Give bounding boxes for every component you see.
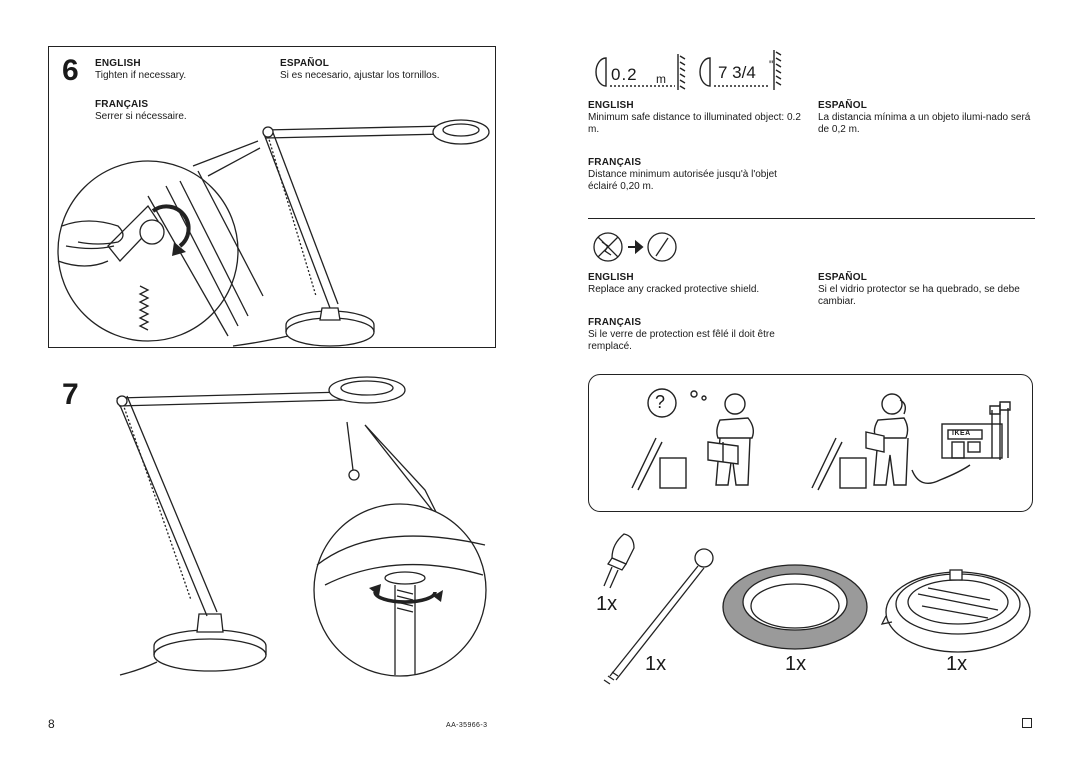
step7-illustration	[116, 376, 487, 677]
shield-francais-heading: FRANÇAIS	[588, 317, 642, 328]
distance-metric-value: 0.2	[611, 65, 638, 84]
distance-metric-unit: m	[656, 72, 666, 86]
shield-espanol: ESPAÑOL Si el vidrio protector se ha que…	[818, 272, 1033, 308]
rod-icon	[603, 548, 714, 685]
page-number: 8	[48, 717, 55, 731]
halogen-bulb-icon	[603, 533, 635, 589]
question-mark: ?	[655, 392, 666, 412]
decorative-ring-icon	[722, 564, 868, 650]
distance-espanol: ESPAÑOL La distancia mínima a un objeto …	[818, 100, 1033, 136]
min-distance-icon	[595, 50, 782, 90]
distance-english-heading: ENGLISH	[588, 100, 634, 111]
step6-espanol: ESPAÑOL Si es necesario, ajustar los tor…	[280, 58, 450, 82]
page-marker-square	[1022, 718, 1032, 728]
document-code: AA-35966-3	[446, 722, 488, 729]
distance-francais: FRANÇAIS Distance minimum autorisée jusq…	[588, 157, 808, 193]
distance-francais-heading: FRANÇAIS	[588, 157, 642, 168]
shield-espanol-text: Si el vidrio protector se ha quebrado, s…	[818, 284, 1020, 307]
shield-francais: FRANÇAIS Si le verre de protection est f…	[588, 317, 813, 353]
shade-base-icon	[880, 569, 1031, 653]
distance-espanol-text: La distancia mínima a un objeto ilumi-na…	[818, 112, 1031, 135]
step6-frame	[48, 46, 496, 348]
cracked-shield-icon	[593, 232, 677, 262]
ring-quantity: 1x	[785, 653, 807, 675]
shield-francais-text: Si le verre de protection est fêlé il do…	[588, 329, 775, 352]
confused-person-icon	[631, 388, 755, 491]
distance-english: ENGLISH Minimum safe distance to illumin…	[588, 100, 808, 136]
step6-espanol-text: Si es necesario, ajustar los tornillos.	[280, 70, 440, 81]
shade-quantity: 1x	[946, 653, 968, 675]
distance-francais-text: Distance minimum autorisée jusqu'à l'obj…	[588, 169, 777, 192]
distance-imperial-unit: "	[769, 58, 774, 72]
step6-francais-text: Serrer si nécessaire.	[95, 111, 187, 122]
step6-espanol-heading: ESPAÑOL	[280, 58, 329, 69]
step6-illustration	[57, 119, 490, 347]
step6-english: ENGLISH Tighten if necessary.	[95, 58, 275, 82]
step6-english-heading: ENGLISH	[95, 58, 141, 69]
shield-english-heading: ENGLISH	[588, 272, 634, 283]
step6-francais-heading: FRANÇAIS	[95, 99, 149, 110]
step6-english-text: Tighten if necessary.	[95, 70, 187, 81]
step7-number: 7	[62, 378, 79, 411]
help-panel	[588, 374, 1033, 512]
step6-number: 6	[62, 54, 79, 87]
bulb-quantity: 1x	[596, 593, 618, 615]
shield-english-text: Replace any cracked protective shield.	[588, 284, 760, 295]
shield-espanol-heading: ESPAÑOL	[818, 272, 867, 283]
shield-english: ENGLISH Replace any cracked protective s…	[588, 272, 813, 296]
section-divider	[588, 218, 1035, 219]
distance-espanol-heading: ESPAÑOL	[818, 100, 867, 111]
distance-imperial-value: 7 3/4	[718, 63, 756, 82]
distance-english-text: Minimum safe distance to illuminated obj…	[588, 112, 801, 135]
person-calling-store-icon	[811, 393, 1011, 491]
step6-francais: FRANÇAIS Serrer si nécessaire.	[95, 99, 275, 123]
rod-quantity: 1x	[645, 653, 667, 675]
store-sign: IKEA	[952, 430, 971, 437]
